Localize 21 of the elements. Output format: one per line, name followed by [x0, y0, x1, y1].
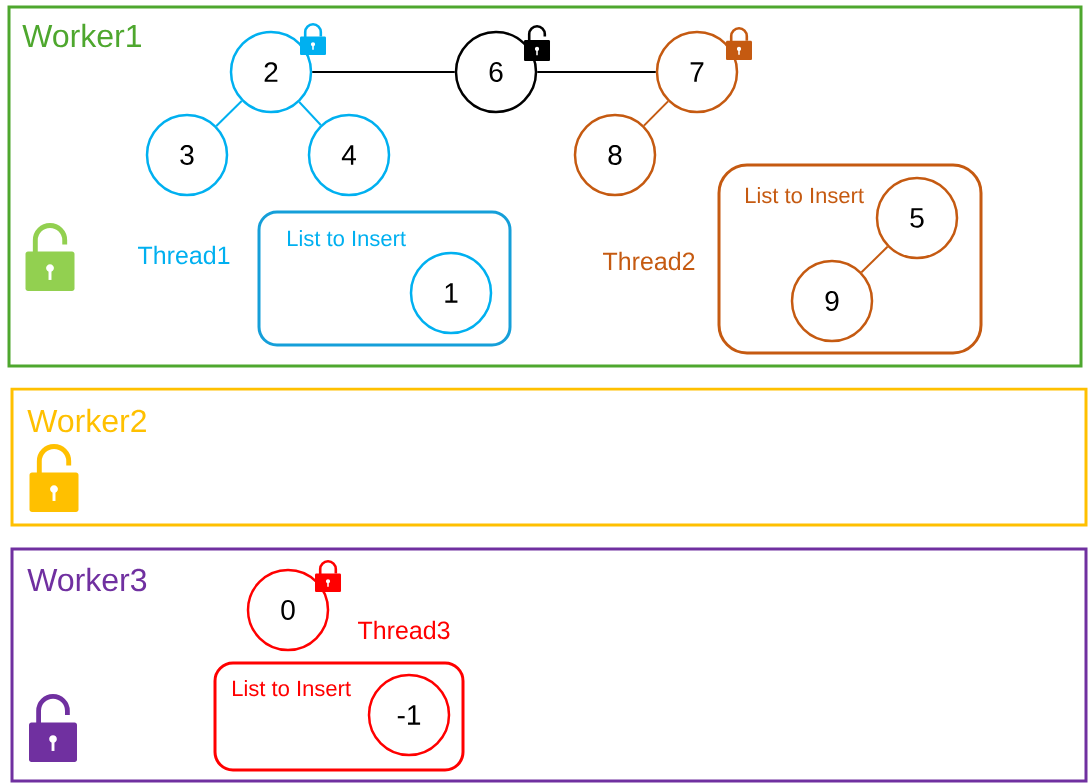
circle-node: 5 [875, 176, 959, 260]
connector-line [298, 101, 322, 126]
circle-node: 0 [246, 568, 330, 652]
circle-node: 4 [307, 113, 391, 197]
panel: Worker2 [10, 387, 1088, 527]
circle-node: 3 [145, 113, 229, 197]
circle-node: 6 [454, 30, 538, 114]
text-label: Thread1 [138, 245, 230, 265]
circle-node: 7 [655, 30, 739, 114]
circle-node: 8 [573, 113, 657, 197]
circle-node: 2 [229, 30, 313, 114]
connector-line [536, 71, 657, 73]
connector-line [643, 100, 669, 127]
text-label: Thread3 [358, 620, 450, 640]
circle-node: 1 [409, 251, 493, 335]
circle-node: 9 [790, 259, 874, 343]
connector-line [215, 100, 243, 127]
connector-line [311, 71, 456, 73]
text-label: Thread2 [603, 251, 695, 271]
connector-line [860, 245, 889, 274]
circle-node: -1 [367, 673, 451, 757]
